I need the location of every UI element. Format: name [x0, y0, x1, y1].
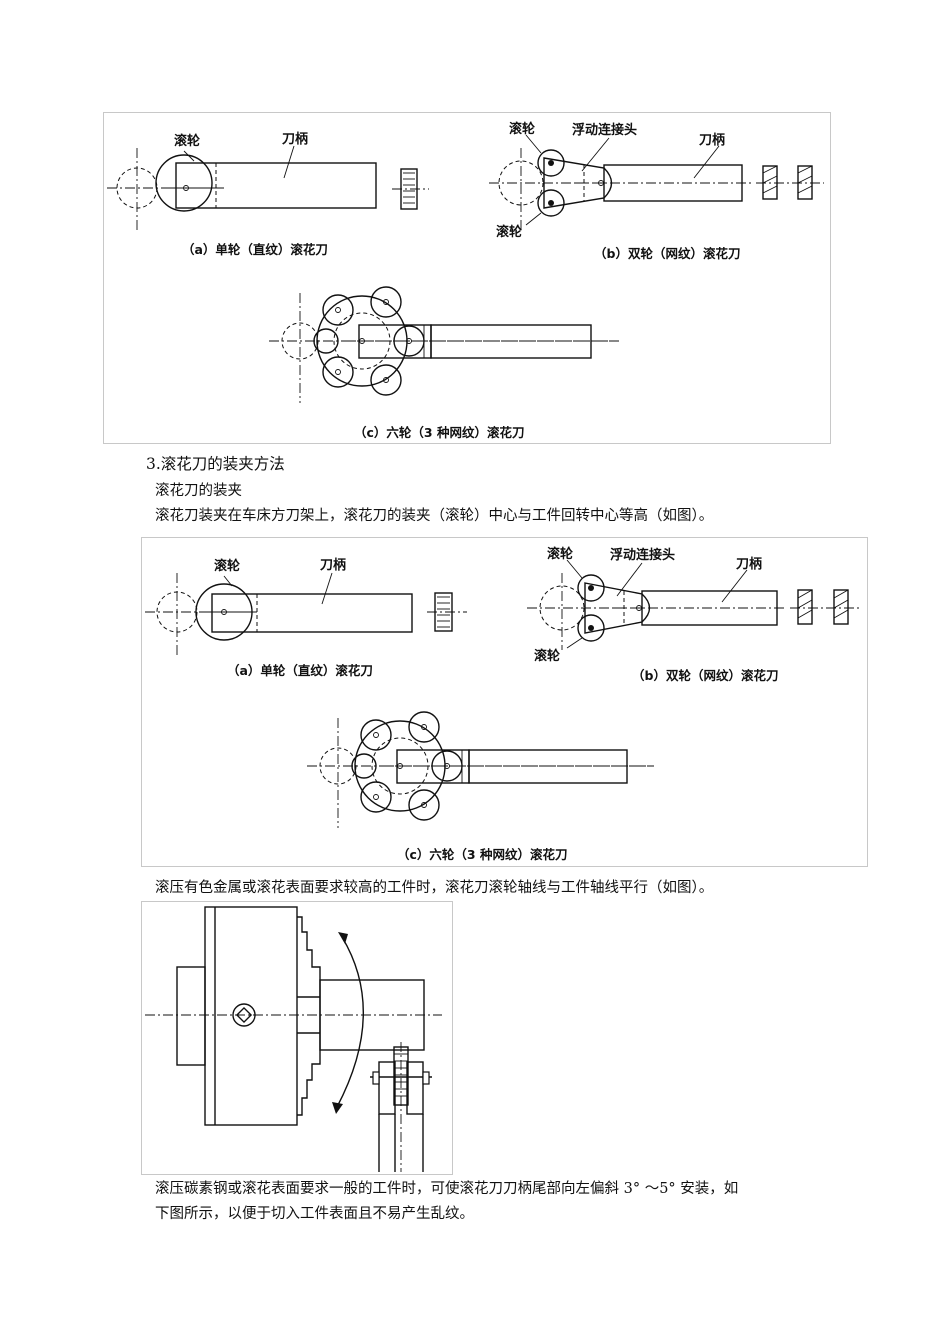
double-wheel-knurling-tool-2: 滚轮 浮动连接头 刀柄 滚轮 （b）双轮（网纹）滚花刀	[527, 546, 862, 683]
subheading: 滚花刀的装夹	[155, 483, 242, 499]
roller-label-bottom: 滚轮	[496, 224, 522, 240]
float-joint-label-2: 浮动连接头	[610, 547, 675, 563]
handle-label: 刀柄	[282, 131, 308, 147]
paragraph-1: 滚花刀装夹在车床方刀架上，滚花刀的装夹（滚轮）中心与工件回转中心等高（如图）。	[155, 508, 714, 524]
knurling-tool-figure-2: 滚轮 刀柄 （a）单轮（直纹）滚花刀 滚	[141, 537, 868, 867]
paragraph-2: 滚压有色金属或滚花表面要求较高的工件时，滚花刀滚轮轴线与工件轴线平行（如图）。	[155, 880, 714, 896]
caption-b: （b）双轮（网纹）滚花刀	[594, 246, 740, 261]
chuck-knurling-figure	[141, 901, 453, 1175]
paragraph-3-line-2: 下图所示，以便于切入工件表面且不易产生乱纹。	[155, 1206, 474, 1222]
roller-label-2a: 滚轮	[214, 558, 240, 574]
caption-c: （c）六轮（3 种网纹）滚花刀	[354, 425, 524, 440]
chuck-knurling-diagram	[145, 906, 442, 1172]
roller-label-top: 滚轮	[509, 121, 535, 137]
roller-label: 滚轮	[174, 133, 200, 149]
knurling-tool-figure-1: 滚轮 刀柄 （a）单轮（直纹）滚花刀 滚	[103, 112, 831, 444]
float-joint-label: 浮动连接头	[572, 122, 637, 138]
paragraph-3-line-1: 滚压碳素钢或滚花表面要求一般的工件时，可使滚花刀刀柄尾部向左偏斜 3° ～5° …	[155, 1181, 739, 1197]
handle-label-2a: 刀柄	[320, 557, 346, 573]
double-wheel-knurling-tool: 滚轮 浮动连接头 刀柄 滚轮 （b）双轮（网纹）滚花刀	[489, 121, 824, 261]
caption-a: （a）单轮（直纹）滚花刀	[182, 242, 328, 257]
handle-label-2b: 刀柄	[736, 556, 762, 572]
section-heading: 3.滚花刀的装夹方法	[146, 455, 285, 473]
caption-2b: （b）双轮（网纹）滚花刀	[632, 668, 778, 683]
knurling-tool-diagram-2: 滚轮 刀柄 （a）单轮（直纹）滚花刀 滚	[145, 546, 862, 862]
roller-label-2b-bottom: 滚轮	[534, 648, 560, 664]
single-wheel-knurling-tool-2: 滚轮 刀柄 （a）单轮（直纹）滚花刀	[145, 557, 467, 678]
handle-label-b: 刀柄	[699, 132, 725, 148]
six-wheel-knurling-tool-2: （c）六轮（3 种网纹）滚花刀	[307, 711, 654, 862]
single-wheel-knurling-tool: 滚轮 刀柄 （a）单轮（直纹）滚花刀	[107, 131, 429, 257]
six-wheel-knurling-tool: （c）六轮（3 种网纹）滚花刀	[269, 286, 619, 440]
caption-2c: （c）六轮（3 种网纹）滚花刀	[397, 847, 567, 862]
knurling-tool-diagram-1: 滚轮 刀柄 （a）单轮（直纹）滚花刀 滚	[107, 121, 824, 440]
roller-label-2b-top: 滚轮	[547, 546, 573, 562]
caption-2a: （a）单轮（直纹）滚花刀	[227, 663, 373, 678]
